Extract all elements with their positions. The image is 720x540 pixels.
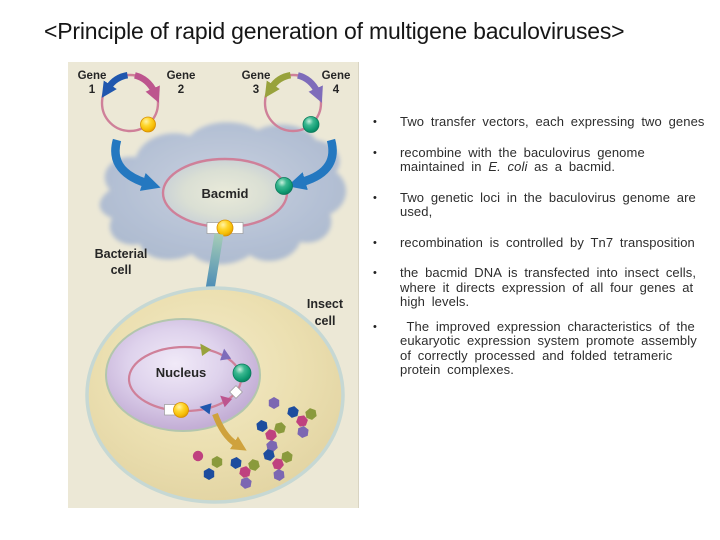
gene3-number: 3 [253, 84, 259, 96]
left-entry-arrow [111, 138, 161, 191]
gene4-arrow [296, 72, 323, 103]
insect-cell-label2: cell [315, 314, 336, 328]
pink-subunit [192, 450, 204, 462]
nucleus-green-marker [232, 363, 252, 383]
gene3-label: Gene [242, 70, 271, 82]
bullet-text: The improved expression characteristics … [400, 318, 697, 377]
bullet-marker: • [373, 236, 377, 249]
bullet-item: • recombination is controlled by Tn7 tran… [373, 234, 718, 251]
green-locus-marker [302, 116, 320, 133]
bacmid-group: Bacmid [161, 157, 293, 237]
gene4-label: Gene [322, 70, 351, 82]
bacmid-green-marker [275, 177, 293, 195]
bullet-marker: • [373, 146, 377, 159]
bullet-text: Two transfer vectors, each expressing tw… [400, 114, 705, 129]
gene3-arrow [264, 71, 292, 98]
transfer-vector-2: Gene 3 Gene 4 [242, 70, 351, 133]
bullet-text: recombination is controlled by Tn7 trans… [400, 234, 695, 250]
bacterial-cell-label: Bacterial [95, 247, 148, 261]
diagram-panel: Gene 1 Gene 2 Gene 3 Gene 4 Bacmid Bacte… [68, 62, 359, 508]
gene4-number: 4 [333, 84, 340, 96]
gene1-arrow [101, 71, 129, 98]
bullet-marker: • [373, 116, 377, 128]
yellow-locus-marker [140, 116, 156, 133]
gene1-number: 1 [89, 84, 96, 96]
expression-arrow [212, 412, 247, 451]
nucleus-yellow-marker [173, 402, 189, 418]
bacterial-cell-label2: cell [111, 263, 132, 277]
bullet-item: • Two transfer vectors, each expressing t… [373, 114, 718, 130]
baculovirus-diagram: Gene 1 Gene 2 Gene 3 Gene 4 Bacmid Bacte… [68, 62, 358, 508]
bullet-marker: • [373, 191, 377, 204]
bacmid-yellow-marker [216, 219, 234, 237]
bullet-text: the bacmid DNA is transfected into insec… [400, 265, 697, 309]
bullet-item: • The improved expression characteristic… [373, 318, 718, 378]
bullet-marker: • [373, 267, 377, 279]
bullet-marker: • [373, 320, 377, 333]
nucleus-group: Nucleus [105, 318, 261, 432]
bullet-list: • Two transfer vectors, each expressing t… [373, 114, 718, 394]
bacmid-label: Bacmid [202, 186, 249, 201]
plasmid-1-ring [100, 73, 160, 133]
insect-cell-label: Insect [307, 297, 344, 311]
gene2-number: 2 [178, 84, 184, 96]
protein-subunits [192, 397, 280, 480]
right-entry-arrow [287, 138, 337, 191]
white-diamond-marker [229, 385, 243, 399]
transfer-vector-1: Gene 1 Gene 2 [78, 70, 196, 133]
bullet-item: • the bacmid DNA is transfected into inse… [373, 265, 718, 310]
slide-title: <Principle of rapid generation of multig… [44, 18, 625, 44]
gene1-label: Gene [78, 70, 107, 82]
gene2-arrow [133, 72, 160, 103]
nucleus-label: Nucleus [156, 365, 207, 380]
bullet-item: • Two genetic loci in the baculovirus gen… [373, 189, 718, 220]
bullet-text: Two genetic loci in the baculovirus geno… [400, 189, 696, 219]
plasmid-2-ring [263, 73, 323, 133]
gene2-label: Gene [167, 70, 196, 82]
